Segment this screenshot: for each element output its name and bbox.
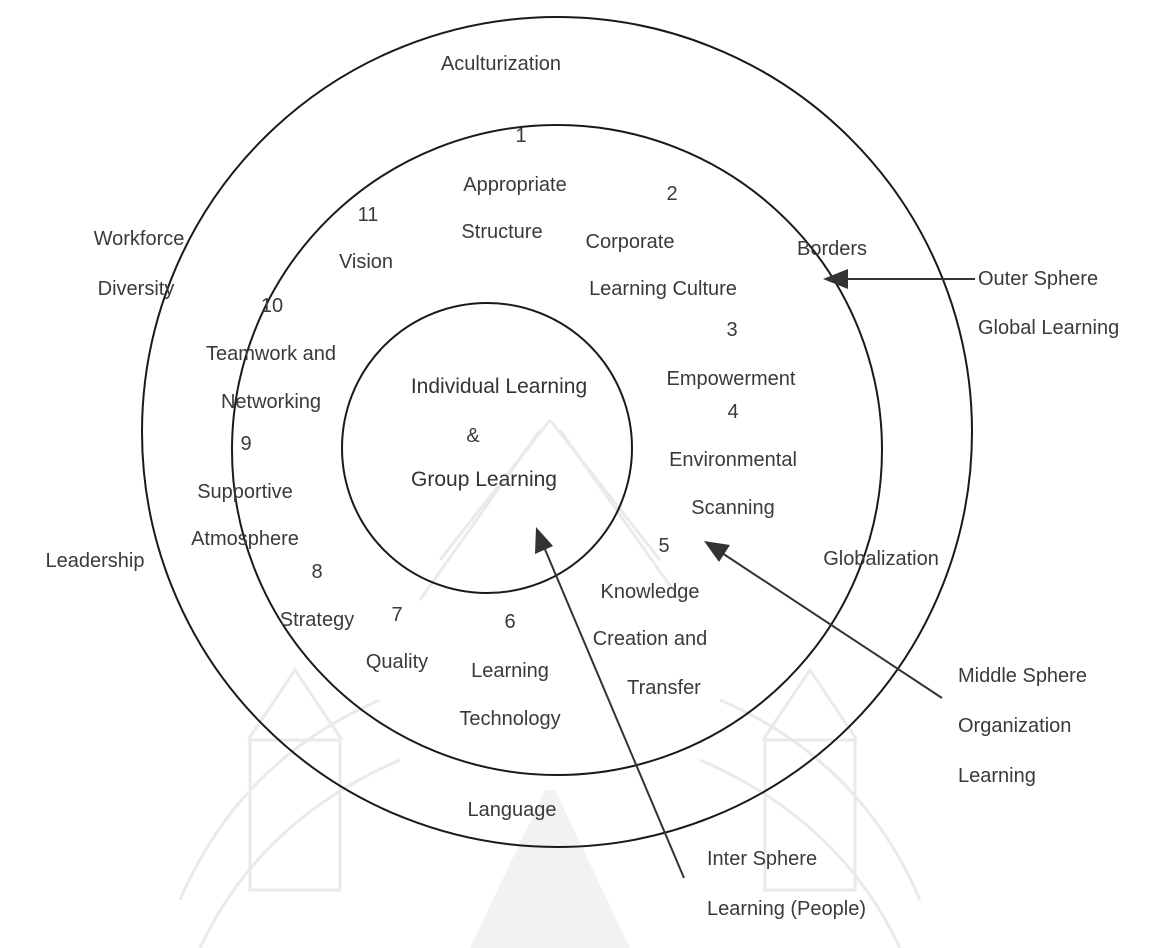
item-number: 11 bbox=[358, 204, 379, 226]
middle-item-7: 7 Quality bbox=[366, 604, 428, 673]
outer-label-diversity: Diversity bbox=[98, 278, 175, 300]
callout-organization: Organization bbox=[958, 715, 1071, 737]
inner-sphere-circle bbox=[341, 302, 633, 594]
item-label: Atmosphere bbox=[191, 528, 299, 550]
inner-label-group: Group Learning bbox=[411, 468, 557, 491]
item-number: 9 bbox=[240, 433, 251, 455]
outer-label-borders: Borders bbox=[797, 238, 867, 260]
item-label: Knowledge bbox=[601, 581, 700, 603]
item-label: Creation and bbox=[593, 628, 708, 650]
middle-item-3: 3 Empowerment bbox=[667, 319, 796, 390]
item-number: 6 bbox=[504, 611, 515, 633]
outer-label-workforce: Workforce bbox=[94, 228, 185, 250]
item-label: Corporate bbox=[586, 231, 675, 253]
middle-sphere-arrow bbox=[704, 541, 943, 699]
middle-item-4: 4 Environmental Scanning bbox=[669, 401, 797, 519]
inter-sphere-arrow bbox=[535, 527, 685, 879]
callout-global-learning: Global Learning bbox=[978, 317, 1119, 339]
outer-sphere-arrow bbox=[823, 269, 975, 289]
item-label: Vision bbox=[339, 251, 393, 273]
item-label: Supportive bbox=[197, 481, 293, 503]
middle-item-2: 2 Corporate Learning Culture bbox=[586, 183, 737, 300]
item-label: Teamwork and bbox=[206, 343, 336, 365]
callout-outer-sphere: Outer Sphere bbox=[978, 268, 1098, 290]
item-number: 5 bbox=[658, 535, 669, 557]
item-number: 4 bbox=[727, 401, 738, 423]
middle-item-11: 11 Vision bbox=[339, 204, 393, 273]
outer-label-leadership: Leadership bbox=[46, 550, 145, 572]
inner-label-ampersand: & bbox=[466, 425, 480, 447]
middle-item-9: 9 Supportive Atmosphere bbox=[191, 433, 299, 550]
middle-item-1: 1 Appropriate Structure bbox=[461, 125, 566, 243]
middle-item-8: 8 Strategy bbox=[280, 561, 354, 631]
middle-item-6: 6 Learning Technology bbox=[459, 611, 560, 730]
item-label: Environmental bbox=[669, 449, 797, 471]
item-number: 2 bbox=[666, 183, 677, 205]
item-number: 7 bbox=[391, 604, 402, 626]
callout-middle-sphere: Middle Sphere bbox=[958, 665, 1087, 687]
callout-inter-sphere: Inter Sphere bbox=[707, 848, 817, 870]
item-label: Quality bbox=[366, 651, 428, 673]
callout-learning: Learning bbox=[958, 765, 1036, 787]
callout-learning-people: Learning (People) bbox=[707, 898, 866, 920]
outer-label-language: Language bbox=[468, 799, 557, 821]
item-number: 10 bbox=[261, 295, 283, 317]
middle-item-10: 10 Teamwork and Networking bbox=[206, 295, 336, 413]
item-label: Technology bbox=[459, 708, 560, 730]
middle-item-5: 5 Knowledge Creation and Transfer bbox=[593, 535, 708, 699]
item-number: 3 bbox=[726, 319, 737, 341]
outer-label-aculturization: Aculturization bbox=[441, 53, 561, 75]
item-label: Networking bbox=[221, 391, 321, 413]
item-label: Transfer bbox=[627, 677, 701, 699]
outer-sphere-circle bbox=[141, 16, 973, 848]
item-label: Scanning bbox=[691, 497, 774, 519]
watermark-emblem bbox=[178, 419, 922, 948]
item-number: 8 bbox=[311, 561, 322, 583]
item-label: Empowerment bbox=[667, 368, 796, 390]
item-label: Appropriate bbox=[463, 174, 566, 196]
item-number: 1 bbox=[515, 125, 526, 147]
inner-label-individual: Individual Learning bbox=[411, 375, 587, 398]
middle-sphere-circle bbox=[231, 124, 883, 776]
item-label: Learning bbox=[471, 660, 549, 682]
item-label: Strategy bbox=[280, 609, 354, 631]
item-label: Learning Culture bbox=[589, 278, 737, 300]
item-label: Structure bbox=[461, 221, 542, 243]
outer-label-globalization: Globalization bbox=[823, 548, 939, 570]
